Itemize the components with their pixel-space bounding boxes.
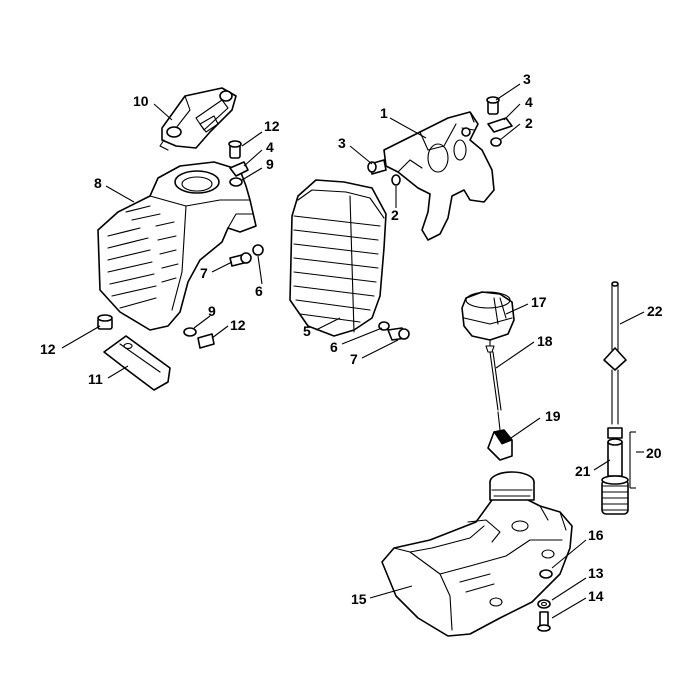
callout-12-top: 12: [264, 118, 280, 134]
callout-19: 21: [575, 463, 591, 479]
part-22-screw: [537, 611, 551, 632]
callout-2-left: 2: [391, 207, 399, 223]
callout-labels: 10 8 12 4 9 7 6 9 12 12 11 1 3 2 3 4 2 5…: [40, 71, 663, 607]
nut-9-bottom: [183, 327, 197, 337]
stud-12-left: [97, 314, 113, 330]
part-14-grommet: [539, 569, 553, 579]
washer-2-right: [490, 137, 502, 147]
callout-14: 16: [588, 527, 604, 543]
bolt-7-right: [387, 327, 410, 341]
callout-3-left: 3: [338, 135, 346, 151]
washer-6-left: [252, 244, 264, 256]
callout-1: 1: [380, 105, 388, 121]
callout-22: 14: [588, 588, 604, 604]
part-8-shroud: [97, 161, 257, 331]
callout-11: 11: [88, 371, 103, 387]
callout-10: 10: [133, 93, 149, 109]
callout-4-right: 4: [525, 94, 533, 110]
part-19-sleeve: [607, 427, 623, 477]
part-17-fuel-filter: [487, 411, 513, 461]
bolt-7-left: [229, 252, 252, 267]
callout-12-bottom: 12: [230, 317, 246, 333]
callout-2-right: 2: [525, 115, 533, 131]
callout-17: 19: [545, 408, 561, 424]
callout-3-right: 3: [523, 71, 531, 87]
part-5-cylinder-cover: [289, 179, 390, 337]
part-15-fuel-cap: [461, 291, 515, 341]
screw-3-right-top: [486, 96, 500, 115]
screw-3-left: [367, 159, 387, 175]
callout-9-top: 9: [266, 156, 274, 172]
washer-2-left: [391, 174, 401, 186]
callout-21: 13: [588, 565, 604, 581]
callout-18: 20: [646, 445, 662, 461]
part-1-engine-mount: [383, 111, 495, 241]
callout-6-right: 6: [330, 339, 338, 355]
part-13-fuel-tank: [381, 471, 573, 637]
callout-5: 5: [303, 323, 311, 339]
nut-9-top: [229, 177, 243, 187]
part-11-bracket: [103, 335, 171, 391]
clip-4-right: [487, 117, 513, 133]
callout-6-left: 6: [255, 283, 263, 299]
callout-12-left: 12: [40, 341, 56, 357]
callout-8: 8: [94, 175, 102, 191]
part-10-air-filter-bracket: [159, 87, 237, 151]
callout-4-left: 4: [266, 139, 274, 155]
leader-lines: [61, 83, 645, 619]
part-16-fuel-line: [485, 339, 502, 411]
callout-13: 15: [351, 591, 367, 607]
callout-20: 22: [647, 303, 663, 319]
washer-4-left: [229, 161, 249, 177]
callout-9-bottom: 9: [208, 303, 216, 319]
bolt-12-bottom: [197, 333, 215, 349]
callout-7-right: 7: [350, 351, 358, 367]
callout-15: 17: [531, 294, 547, 310]
part-18-pickup-filter: [601, 475, 629, 515]
part-21-washer: [537, 599, 551, 609]
part-20-pickup-tube: [603, 281, 627, 425]
callout-7-left: 7: [200, 265, 208, 281]
callout-16: 18: [537, 333, 553, 349]
fastener-12-top: [228, 140, 242, 159]
